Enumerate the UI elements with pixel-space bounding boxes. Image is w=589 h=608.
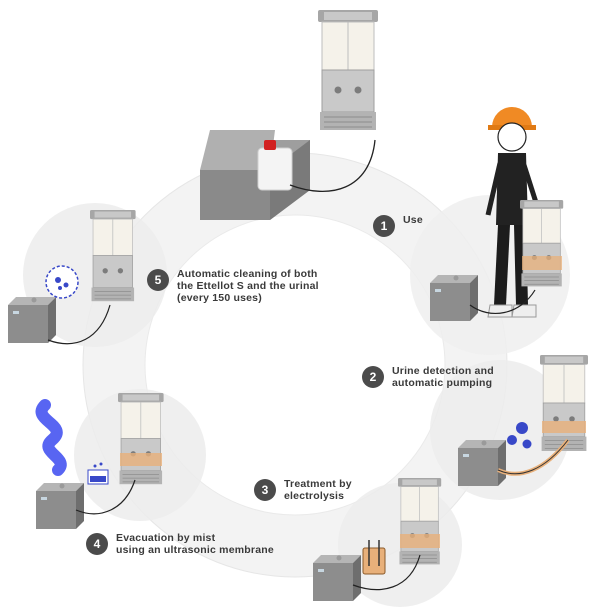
step-number-badge: 1 [373, 215, 395, 237]
step-number-badge: 2 [362, 366, 384, 388]
step-label: Treatment by electrolysis [284, 478, 352, 502]
step-label: Evacuation by mist using an ultrasonic m… [116, 532, 274, 556]
step-label: Automatic cleaning of both the Ettellot … [177, 268, 319, 304]
step-2: 2 Urine detection and automatic pumping [362, 365, 494, 389]
step-label-line: Automatic cleaning of both [177, 268, 318, 280]
step-label-line: (every 150 uses) [177, 292, 262, 304]
step-label-line: automatic pumping [392, 377, 493, 389]
step-label: Urine detection and automatic pumping [392, 365, 494, 389]
step-label-line: Treatment by [284, 478, 352, 490]
step-label-line: Evacuation by mist [116, 532, 216, 544]
step-label-line: using an ultrasonic membrane [116, 544, 274, 556]
step-label: Use [403, 214, 423, 226]
step-label-line: the Ettellot S and the urinal [177, 280, 319, 292]
step-5: 5 Automatic cleaning of both the Ettello… [147, 268, 319, 304]
step-4: 4 Evacuation by mist using an ultrasonic… [86, 532, 274, 556]
step-number-badge: 4 [86, 533, 108, 555]
step-number-badge: 3 [254, 479, 276, 501]
step-3: 3 Treatment by electrolysis [254, 478, 352, 502]
step-number-badge: 5 [147, 269, 169, 291]
step-1: 1 Use [373, 214, 423, 237]
step-label-line: electrolysis [284, 490, 345, 502]
step-label-line: Use [403, 214, 423, 226]
step-label-line: Urine detection and [392, 365, 494, 377]
